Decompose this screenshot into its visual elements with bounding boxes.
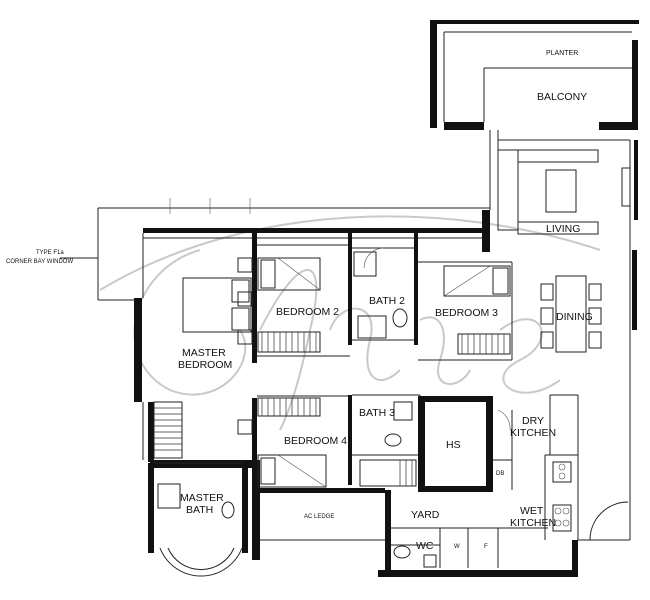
- yard-label: YARD: [411, 509, 440, 521]
- planter-label: PLANTER: [546, 50, 578, 57]
- watermark: [99, 215, 601, 431]
- bedroom4-label: BEDROOM 4: [284, 435, 347, 447]
- living-label: LIVING: [546, 223, 580, 235]
- dry-kitchen-label-1: DRY: [522, 415, 544, 427]
- wc-label: WC: [416, 540, 434, 552]
- bedroom2-label: BEDROOM 2: [276, 306, 339, 318]
- outer-walls: [97, 20, 639, 577]
- w-label: W: [454, 544, 460, 550]
- master-bath-label-2: BATH: [186, 504, 213, 516]
- wardrobes: [153, 331, 511, 487]
- master-bedroom-label-2: BEDROOM: [178, 359, 232, 371]
- dining-label: DINING: [556, 311, 593, 323]
- bath2-label: BATH 2: [369, 295, 405, 307]
- f-label: F: [484, 544, 488, 550]
- bath3-label: BATH 3: [359, 407, 395, 419]
- db-label: DB: [496, 471, 504, 477]
- wet-kitchen-label-2: KITCHEN: [510, 517, 556, 529]
- hs-label: HS: [446, 439, 461, 451]
- balcony-label: BALCONY: [537, 91, 587, 103]
- furniture: [157, 149, 631, 568]
- ac-ledge-label: AC LEDGE: [304, 514, 334, 520]
- interior-walls: [148, 233, 579, 577]
- bedroom3-label: BEDROOM 3: [435, 307, 498, 319]
- master-bedroom-label-1: MASTER: [182, 347, 226, 359]
- bay-window-label: CORNER BAY WINDOW: [6, 259, 73, 265]
- dry-kitchen-label-2: KITCHEN: [510, 427, 556, 439]
- wet-kitchen-label-1: WET: [520, 505, 544, 517]
- labels: TYPE F1a CORNER BAY WINDOW PLANTER BALCO…: [6, 50, 593, 552]
- master-bath-label-1: MASTER: [180, 492, 224, 504]
- type-label: TYPE F1a: [36, 250, 64, 256]
